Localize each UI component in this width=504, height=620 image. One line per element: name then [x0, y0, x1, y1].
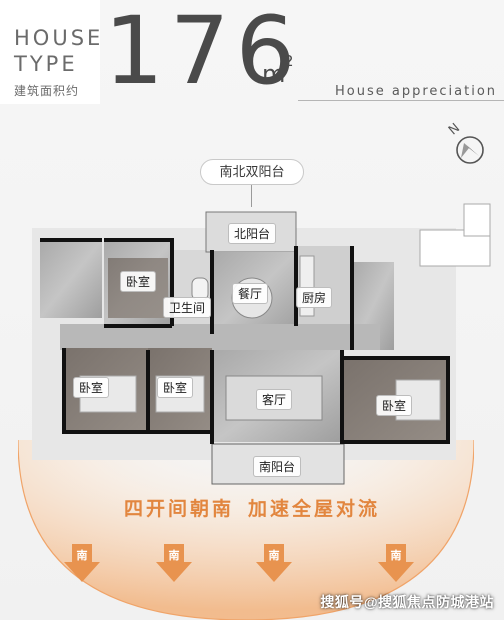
header-rule: [298, 100, 504, 101]
label-leader-line: [251, 185, 252, 207]
floor-plan-drawing: [32, 203, 491, 485]
area-value: 176: [104, 0, 302, 106]
south-ventilation-fan: [18, 440, 474, 620]
slogan-part-2: 加速全屋对流: [248, 499, 381, 520]
compass-icon: N: [446, 121, 484, 164]
room-label-bedroom-c: 卧室: [157, 377, 194, 398]
south-arrow-icon: 南: [378, 544, 414, 582]
room-label-bedroom-e: 卧室: [376, 395, 413, 416]
room-label-dining: 餐厅: [232, 283, 269, 304]
ventilation-slogan: 四开间朝南加速全屋对流: [0, 494, 504, 521]
room-label-bathroom: 卫生间: [163, 297, 212, 318]
south-arrow-icon: 南: [64, 544, 100, 582]
svg-text:N: N: [446, 121, 463, 139]
room-label-north-balcony: 北阳台: [228, 223, 277, 244]
room-label-south-balcony: 南阳台: [253, 456, 302, 477]
house-word: HOUSE: [14, 26, 104, 50]
south-arrow-label: 南: [268, 550, 280, 562]
room-label-living: 客厅: [256, 389, 293, 410]
type-word: TYPE: [14, 52, 78, 76]
area-unit: m: [262, 60, 286, 88]
south-arrow-label: 南: [390, 550, 402, 562]
header: HOUSE TYPE 建筑面积约 176 m 2 House appreciat…: [0, 0, 504, 112]
south-arrow-label: 南: [168, 550, 180, 562]
room-label-bedroom-w: 卧室: [73, 377, 110, 398]
balcony-top-label: 南北双阳台: [200, 159, 304, 185]
south-arrow-icon: 南: [256, 544, 292, 582]
house-type-box: [0, 0, 100, 104]
slogan-part-1: 四开间朝南: [123, 499, 234, 520]
area-label: 建筑面积约: [14, 84, 80, 98]
room-label-bedroom-nw: 卧室: [120, 271, 157, 292]
room-label-kitchen: 厨房: [296, 287, 333, 308]
south-arrow-label: 南: [76, 550, 88, 562]
area-unit-superscript: 2: [284, 52, 294, 70]
south-arrow-icon: 南: [156, 544, 192, 582]
nw-terrace: [40, 240, 102, 318]
watermark: 搜狐号@搜狐焦点防城港站: [320, 594, 494, 610]
house-appreciation-label: House appreciation: [335, 84, 498, 99]
